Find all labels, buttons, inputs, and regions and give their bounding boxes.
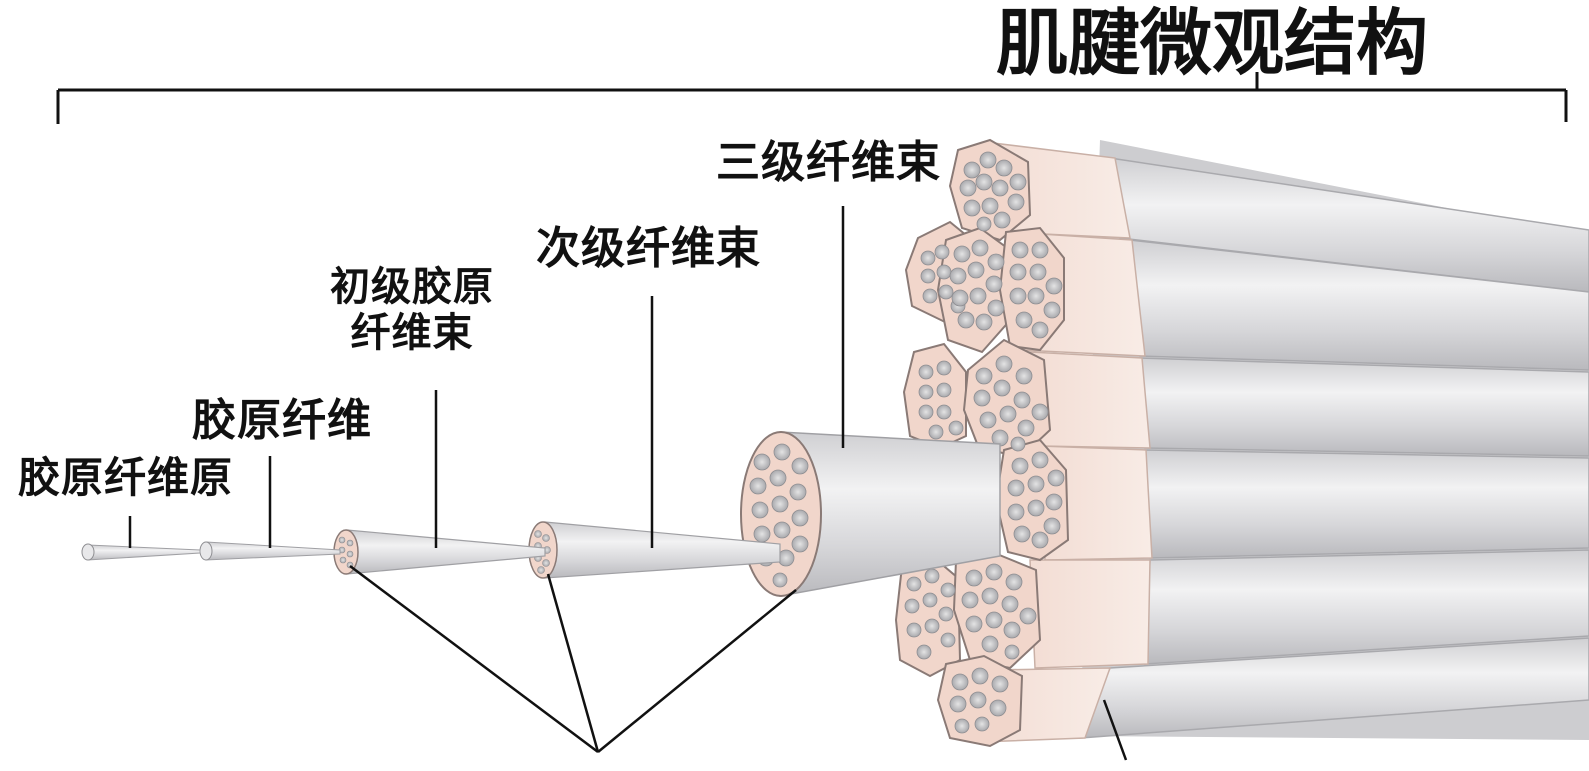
- label-secondary-fascicle: 次级纤维束: [536, 223, 761, 274]
- label-primary-fascicle-line2: 纤维束: [350, 310, 474, 356]
- label-collagen-fibril: 胶原纤维原: [18, 453, 234, 502]
- label-collagen-fiber: 胶原纤维: [192, 395, 372, 446]
- collagen-fibril: [81, 543, 201, 561]
- structure-bracket: [56, 72, 1568, 124]
- diagram-title: 肌腱微观结构: [996, 1, 1429, 85]
- label-primary-fascicle-line1: 初级胶原: [330, 264, 494, 310]
- primary-fascicle: [333, 529, 546, 575]
- tertiary-fascicle: [740, 431, 1001, 597]
- leader-lines: [128, 206, 1128, 761]
- label-primary-fascicle: 初级胶原 纤维束: [330, 264, 494, 356]
- collagen-fiber: [199, 541, 341, 561]
- tendon-bundle: [894, 138, 1589, 748]
- label-tertiary-fascicle: 三级纤维束: [716, 137, 941, 188]
